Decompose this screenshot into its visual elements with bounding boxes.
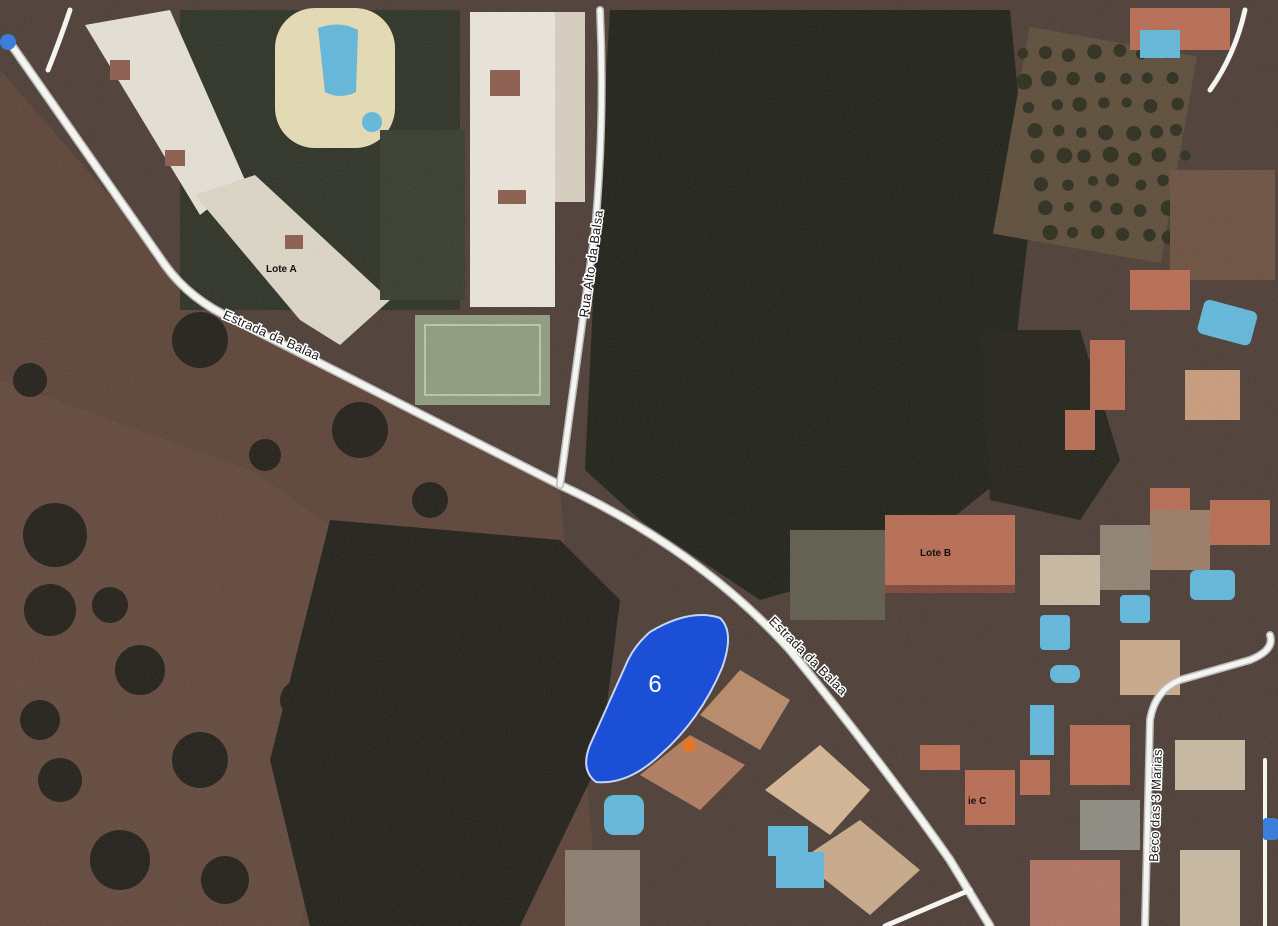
road-rua-alto — [557, 7, 605, 488]
roads — [3, 6, 1275, 926]
location-marker[interactable] — [682, 738, 696, 752]
lot-label-a: Lote A — [266, 264, 297, 275]
edge-marker-nw[interactable] — [0, 34, 16, 50]
highlighted-area-6[interactable] — [585, 614, 729, 784]
road-estrada — [5, 37, 993, 926]
road-nw-spur — [45, 7, 73, 73]
road-ne — [1207, 7, 1248, 93]
lot-label-b: Lote B — [920, 548, 951, 559]
road-label-beco: Beco das 3 Marias — [1146, 749, 1165, 862]
road-south-spur — [882, 887, 973, 926]
road-beco — [1142, 632, 1274, 926]
edge-marker-se[interactable] — [1263, 818, 1278, 840]
lot-label-c: ie C — [968, 796, 986, 807]
highlighted-area-label: 6 — [648, 671, 661, 698]
